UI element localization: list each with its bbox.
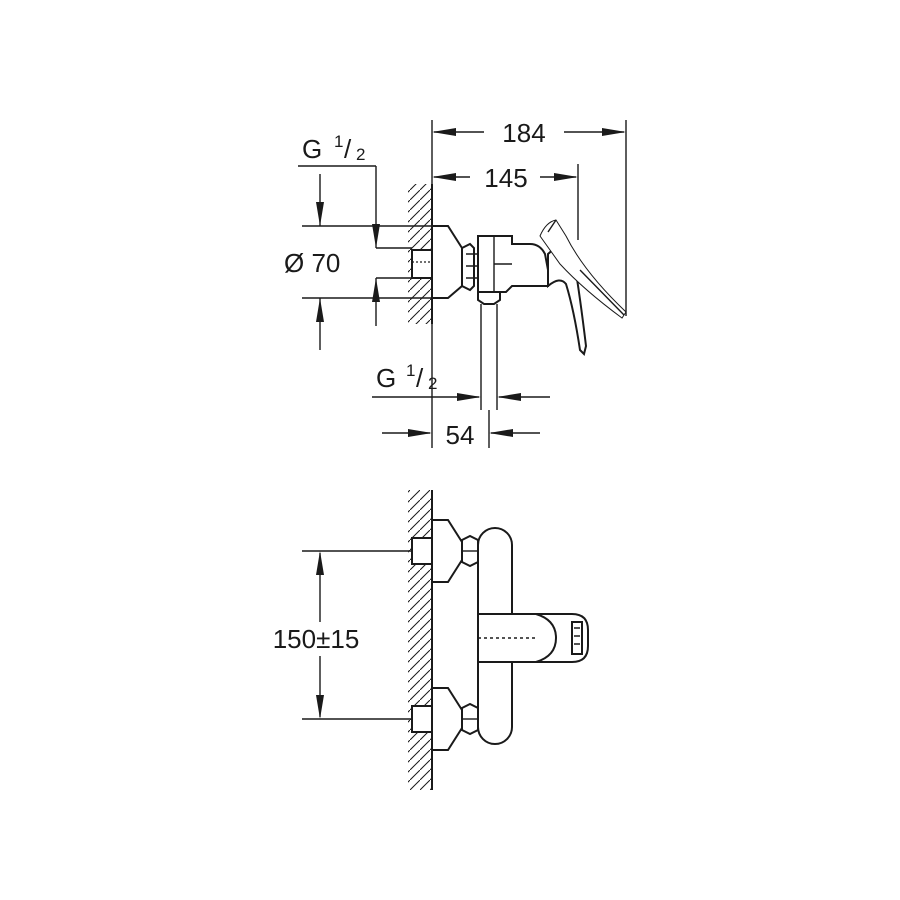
dim-total-depth: 184: [431, 118, 627, 316]
dim-handle-depth-label: 145: [484, 163, 527, 193]
outlet-thread-num: 1: [406, 361, 415, 380]
inlet-thread-num: 1: [334, 132, 343, 151]
front-view: 150±15: [273, 490, 589, 790]
hose-side: [480, 304, 498, 410]
svg-text:/: /: [344, 134, 352, 164]
inlet-thread-den: 2: [356, 145, 365, 164]
outlet-thread-den: 2: [428, 374, 437, 393]
wall-front: [408, 490, 433, 790]
rosette-diameter-label: Ø 70: [284, 248, 340, 278]
inlet-thread-letter: G: [302, 134, 322, 164]
upper-connection: [411, 519, 479, 583]
rosette-side: [431, 225, 463, 299]
svg-text:/: /: [416, 363, 424, 393]
dim-centre-distance: 150±15: [273, 550, 412, 720]
lever-raised-ghost: [539, 219, 627, 319]
dim-outlet-offset: 54: [382, 324, 540, 450]
dim-inlet-thread: G 1 / 2: [298, 132, 412, 249]
centre-distance-label: 150±15: [273, 624, 360, 654]
nut-side: [461, 242, 475, 292]
side-view: 184 145 G 1 / 2: [284, 118, 627, 450]
outlet-offset-label: 54: [446, 420, 475, 450]
mixer-body-side: [477, 235, 549, 293]
dim-handle-depth: 145: [432, 163, 579, 240]
lever-front: [477, 613, 589, 663]
outlet-thread-letter: G: [376, 363, 396, 393]
eccentric-nipple-side: [411, 249, 435, 279]
outlet-nut-side: [477, 291, 501, 305]
dim-total-depth-label: 184: [502, 118, 545, 148]
dim-rosette-diameter: Ø 70: [284, 174, 432, 350]
dim-outlet-thread: G 1 / 2: [372, 361, 550, 401]
lower-connection: [411, 687, 479, 751]
